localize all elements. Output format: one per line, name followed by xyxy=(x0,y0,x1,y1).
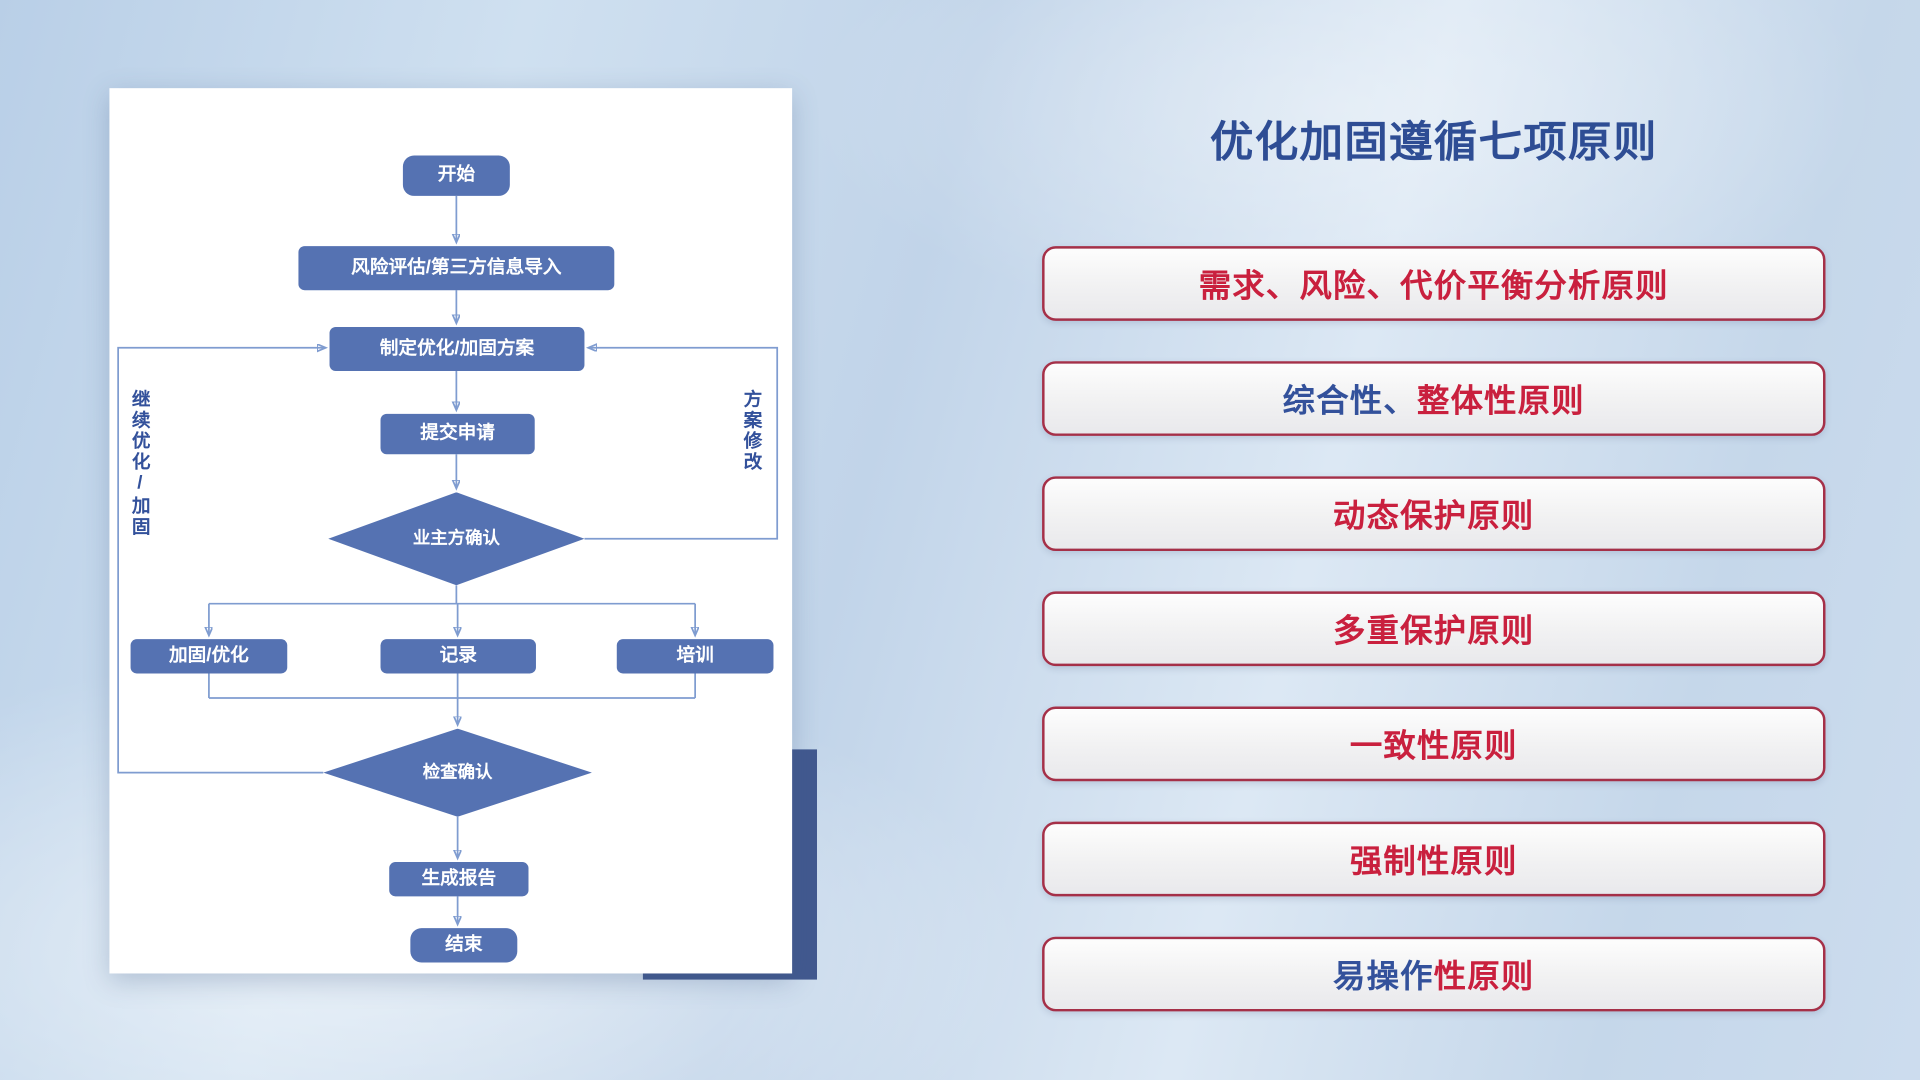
connector-lines xyxy=(117,195,779,923)
flow-node-reinforce: 加固/优化 xyxy=(130,639,288,674)
loop-label-plan-revision: 方案修改 xyxy=(741,389,763,473)
principle-box: 动态保护原则 xyxy=(1042,476,1826,552)
flow-node-risk-import: 风险评估/第三方信息导入 xyxy=(298,246,615,291)
principle-text: 强制性原则 xyxy=(1349,842,1518,880)
principle-text: 多重保护原则 xyxy=(1333,612,1535,649)
loop-label-continue-optimize: 继续优化/加固 xyxy=(129,389,151,538)
flow-node-training: 培训 xyxy=(616,639,774,674)
principle-box: 一致性原则 xyxy=(1042,706,1826,782)
flow-node-report: 生成报告 xyxy=(389,862,529,897)
flowchart-card: 开始 风险评估/第三方信息导入 制定优化/加固方案 提交申请 业主方确认 加固/… xyxy=(109,88,793,974)
principles-panel: 优化加固遵循七项原则 需求、风险、代价平衡分析原则综合性、整体性原则动态保护原则… xyxy=(1042,108,1826,1052)
principle-box: 强制性原则 xyxy=(1042,821,1826,897)
principle-text: 需求、风险、代价平衡分析原则 xyxy=(1198,266,1669,304)
principle-text: 性原则 xyxy=(1433,957,1535,995)
flowchart-connectors xyxy=(117,195,779,973)
flow-node-end: 结束 xyxy=(410,928,518,963)
principles-list: 需求、风险、代价平衡分析原则综合性、整体性原则动态保护原则多重保护原则一致性原则… xyxy=(1042,246,1826,1012)
panel-title: 优化加固遵循七项原则 xyxy=(1209,118,1658,167)
principle-box: 综合性、整体性原则 xyxy=(1042,361,1826,436)
principle-text: 动态保护原则 xyxy=(1333,497,1535,534)
principle-text: 综合性、 xyxy=(1282,382,1417,419)
principle-text: 一致性原则 xyxy=(1349,727,1518,765)
flow-node-record: 记录 xyxy=(380,639,536,674)
principle-box: 需求、风险、代价平衡分析原则 xyxy=(1042,246,1826,321)
principle-box: 多重保护原则 xyxy=(1042,591,1826,667)
flow-node-start: 开始 xyxy=(402,155,510,196)
principle-text: 易操作 xyxy=(1333,957,1434,995)
principle-text: 整体性原则 xyxy=(1416,382,1585,419)
principle-box: 易操作性原则 xyxy=(1042,936,1826,1012)
flow-node-submit: 提交申请 xyxy=(380,413,535,455)
flow-node-make-plan: 制定优化/加固方案 xyxy=(329,326,585,372)
